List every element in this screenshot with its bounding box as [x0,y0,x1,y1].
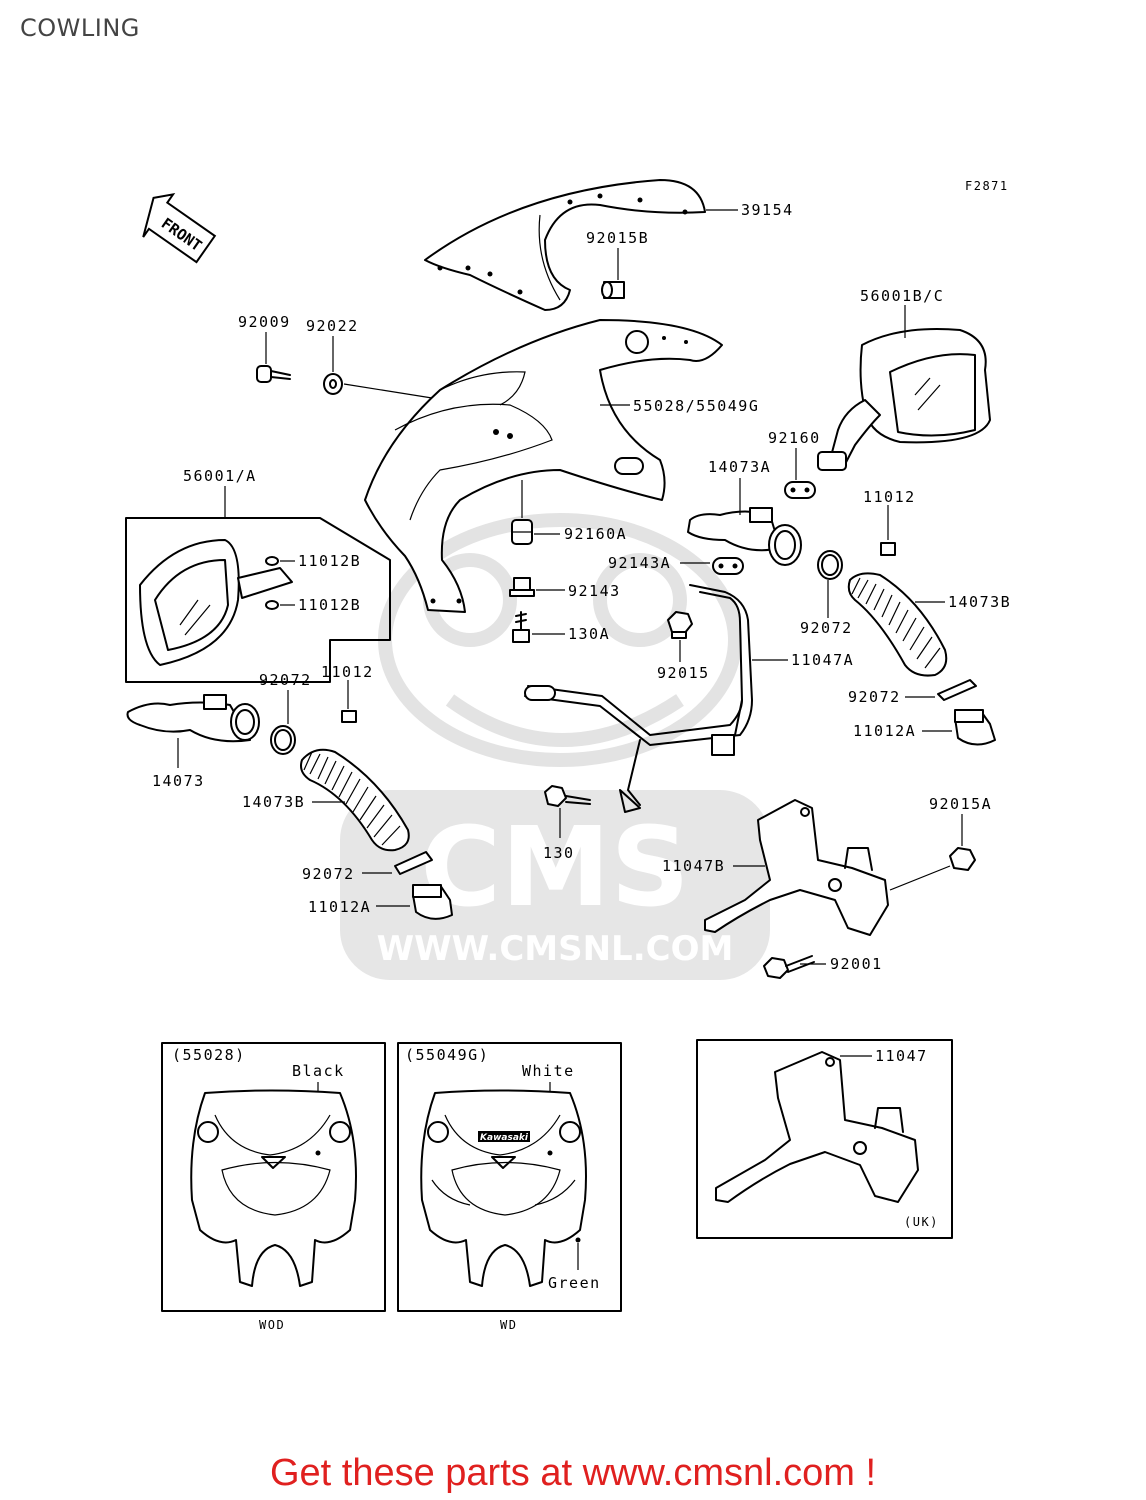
label-92143: 92143 [568,582,621,600]
inset-11047-code: 11047 [875,1047,928,1065]
cowl-front-view-55028 [190,1089,357,1287]
spacer-92160a [511,519,533,545]
bracket-11047-uk [715,1051,919,1203]
inset-11047-uk [696,1039,953,1239]
pad-11012-left [341,710,357,723]
label-92160a: 92160A [564,525,627,543]
screw-92009 [256,365,291,383]
label-92160: 92160 [768,429,821,447]
inset-55028-color: Black [292,1062,345,1080]
mirror-left-part [139,539,293,666]
label-11012b-2: 11012B [298,596,361,614]
collar-92143 [509,577,535,597]
label-11012a-left: 11012A [308,898,371,916]
label-130: 130 [543,844,575,862]
label-11012b-1: 11012B [298,552,361,570]
label-92143a: 92143A [608,554,671,572]
label-92009: 92009 [238,313,291,331]
label-92015: 92015 [657,664,710,682]
plate-92143a [712,557,744,575]
clip-92072-right-lower [937,679,977,701]
washer-92022 [323,373,343,395]
label-14073: 14073 [152,772,205,790]
stay-11047a [524,584,753,813]
upper-cowl-part [364,319,723,613]
inset-55028-caption: WOD [259,1318,285,1332]
label-56001a: 56001/A [183,467,257,485]
label-92001: 92001 [830,955,883,973]
footer-link[interactable]: Get these parts at www.cmsnl.com ! [269,1452,877,1494]
hose-14073b-right [847,572,948,677]
label-56001bc: 56001B/C [860,287,944,305]
label-11012a-right: 11012A [853,722,916,740]
inset-55028 [161,1042,386,1312]
duct-14073a [687,507,802,566]
label-92022: 92022 [306,317,359,335]
cowl-front-view-55049g: Kawasaki [420,1089,587,1287]
cms-watermark: CMS WWW.CMSNL.COM [340,513,770,980]
bracket-11047b [704,799,889,936]
label-14073a: 14073A [708,458,771,476]
figure-code: F2871 [965,179,1009,193]
grommet-92015b [601,281,625,299]
page-title: COWLING [20,14,140,42]
label-92072-left-2: 92072 [302,865,355,883]
plate-92160 [784,481,816,499]
bolt-130a [512,611,530,643]
label-92072-left-1: 92072 [259,671,312,689]
label-55028-55049g: 55028/55049G [633,397,759,415]
label-92072-right-1: 92072 [800,619,853,637]
inset-55049g [397,1042,622,1312]
label-11012-right: 11012 [863,488,916,506]
inset-11047-caption: (UK) [904,1215,939,1229]
mirror-left-box [125,517,391,683]
pad-11012-right [880,542,896,556]
label-11012-left: 11012 [321,663,374,681]
label-14073b-left: 14073B [242,793,305,811]
duct-14073 [126,694,260,743]
clip-92072-left-lower [394,851,433,875]
label-11047a: 11047A [791,651,854,669]
inset-55049g-color-top: White [522,1062,575,1080]
label-11047b: 11047B [662,857,725,875]
cap-11012a-left [412,884,453,920]
bolt-130 [544,785,591,807]
inset-55049g-color-bottom: Green [548,1274,601,1292]
label-92072-right-2: 92072 [848,688,901,706]
label-14073b-right: 14073B [948,593,1011,611]
windshield-part [424,179,706,311]
watermark-brand: CMS [420,803,689,931]
label-130a: 130A [568,625,610,643]
label-92015b: 92015B [586,229,649,247]
inset-55028-code: (55028) [172,1046,246,1064]
nut-92015a [949,847,976,871]
watermark-url: WWW.CMSNL.COM [377,929,734,969]
front-arrow-icon: FRONT [142,193,217,264]
clamp-92072-right-upper [817,550,843,580]
label-92015a: 92015A [929,795,992,813]
nut-92015 [667,611,693,639]
cap-11012a-right [954,709,996,746]
bolt-92001 [763,955,815,979]
inset-55049g-caption: WD [500,1318,517,1332]
mirror-right-part [817,328,991,471]
label-39154: 39154 [741,201,794,219]
hose-14073b-left [300,748,410,852]
kawasaki-logo: Kawasaki [480,1133,529,1143]
inset-55049g-code: (55049G) [405,1046,489,1064]
clamp-92072-left-upper [270,725,296,755]
